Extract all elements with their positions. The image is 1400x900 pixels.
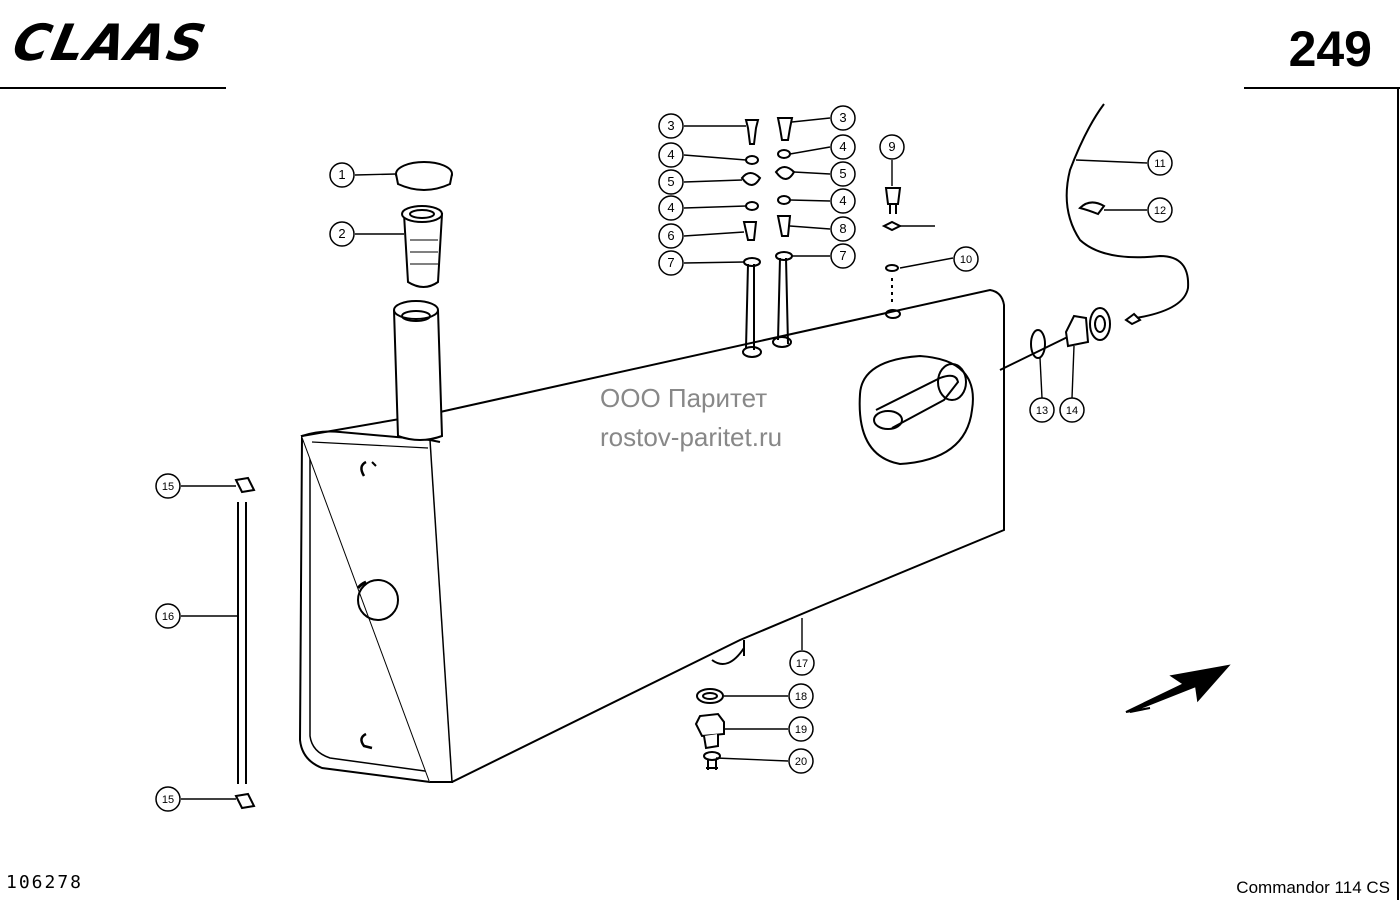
callout-label: 4 <box>839 193 846 208</box>
callout-circle <box>1147 150 1173 176</box>
callout-circle <box>1029 397 1055 423</box>
callout-label: 5 <box>839 166 846 181</box>
leader-lines <box>181 117 1148 800</box>
callout-2: 2 <box>329 221 355 247</box>
callout-15: 15 <box>155 786 181 812</box>
callout-circle <box>830 243 856 269</box>
callout-label: 7 <box>839 248 846 263</box>
watermark-line-2: rostov-paritet.ru <box>600 422 783 452</box>
callout-circle <box>658 195 684 221</box>
callout-label: 1 <box>338 167 345 182</box>
page-number: 249 <box>1288 21 1372 77</box>
callout-5: 5 <box>830 161 856 187</box>
callout-label: 15 <box>162 481 174 493</box>
callout-17: 17 <box>789 650 815 676</box>
callout-16: 16 <box>155 603 181 629</box>
cap-and-strainer <box>395 161 453 288</box>
callout-14: 14 <box>1059 397 1085 423</box>
callout-3: 3 <box>830 105 856 131</box>
callout-6: 6 <box>658 223 684 249</box>
watermark-line-1: ООО Паритет <box>600 383 768 413</box>
callout-5: 5 <box>658 169 684 195</box>
callout-19: 19 <box>788 716 814 742</box>
callout-circle <box>830 134 856 160</box>
banjo-assemblies <box>740 117 903 350</box>
callout-10: 10 <box>953 246 979 272</box>
callout-circle <box>830 188 856 214</box>
callout-circle <box>830 216 856 242</box>
drawing-number: 106278 <box>6 872 84 893</box>
callout-circle <box>788 683 814 709</box>
callout-3: 3 <box>658 113 684 139</box>
callout-circle <box>155 786 181 812</box>
callout-circle <box>329 162 355 188</box>
callout-20: 20 <box>788 748 814 774</box>
callout-circle <box>155 603 181 629</box>
callout-label: 10 <box>960 254 972 266</box>
fuel-tank <box>298 288 1005 783</box>
callout-label: 6 <box>667 228 674 243</box>
callout-label: 2 <box>338 226 345 241</box>
callout-circle <box>879 134 905 160</box>
callout-label: 11 <box>1154 158 1165 170</box>
callout-7: 7 <box>658 250 684 276</box>
callout-label: 4 <box>667 147 674 162</box>
callout-13: 13 <box>1029 397 1055 423</box>
callout-circle <box>1059 397 1085 423</box>
callout-label: 5 <box>667 174 674 189</box>
callout-circle <box>1147 197 1173 223</box>
callout-circle <box>329 221 355 247</box>
callout-8: 8 <box>830 216 856 242</box>
callout-circle <box>830 161 856 187</box>
callout-label: 16 <box>162 611 174 623</box>
callout-circle <box>658 223 684 249</box>
callout-11: 11 <box>1147 150 1173 176</box>
callout-15: 15 <box>155 473 181 499</box>
callout-label: 14 <box>1066 405 1078 417</box>
callout-1: 1 <box>329 162 355 188</box>
callout-circle <box>658 113 684 139</box>
callout-9: 9 <box>879 134 905 160</box>
callout-4: 4 <box>830 134 856 160</box>
model-name: Commandor 114 CS <box>1236 878 1390 897</box>
callout-18: 18 <box>788 683 814 709</box>
callout-label: 3 <box>839 110 846 125</box>
callout-circle <box>789 650 815 676</box>
callout-label: 4 <box>667 200 674 215</box>
callout-label: 15 <box>162 794 174 806</box>
callout-circle <box>155 473 181 499</box>
callout-label: 9 <box>888 139 895 154</box>
callout-label: 7 <box>667 255 674 270</box>
frame-lines <box>0 87 1400 900</box>
callout-label: 20 <box>795 756 807 768</box>
callout-circle <box>788 748 814 774</box>
drain-parts <box>694 688 725 770</box>
callout-label: 19 <box>795 724 807 736</box>
callout-label: 4 <box>839 139 846 154</box>
callout-label: 8 <box>839 221 846 236</box>
callout-circle <box>658 142 684 168</box>
callout-label: 12 <box>1154 205 1166 217</box>
callout-circle <box>953 246 979 272</box>
callout-4: 4 <box>658 142 684 168</box>
callout-label: 13 <box>1036 405 1048 417</box>
callout-circle <box>658 169 684 195</box>
callout-4: 4 <box>830 188 856 214</box>
callout-circle <box>788 716 814 742</box>
callout-circle <box>658 250 684 276</box>
hose-and-clamps <box>234 476 256 810</box>
callout-4: 4 <box>658 195 684 221</box>
callout-label: 17 <box>796 658 808 670</box>
fuel-sender-and-wiring <box>999 103 1190 371</box>
callout-label: 18 <box>795 691 807 703</box>
direction-arrow <box>1125 664 1231 713</box>
callout-label: 3 <box>667 118 674 133</box>
callout-7: 7 <box>830 243 856 269</box>
callout-circle <box>830 105 856 131</box>
callout-12: 12 <box>1147 197 1173 223</box>
